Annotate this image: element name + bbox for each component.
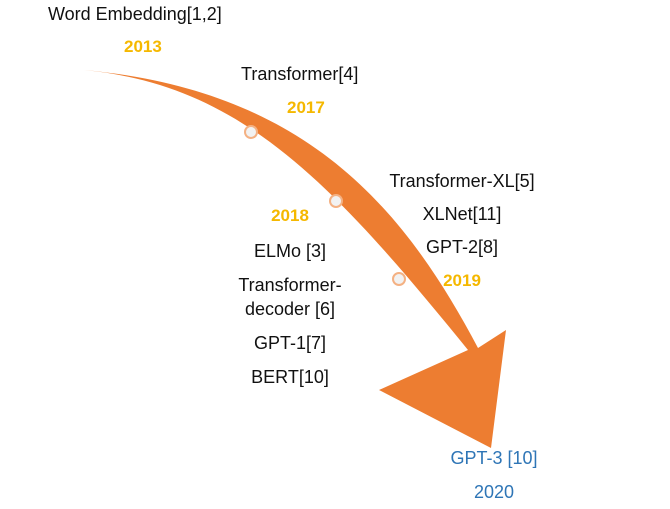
- curved-arrow-shape: [84, 70, 506, 448]
- label-bert: BERT[10]: [251, 367, 329, 387]
- year-2017: 2017: [287, 98, 325, 117]
- year-2019: 2019: [443, 271, 481, 290]
- label-gpt-3: GPT-3 [10]: [450, 448, 538, 468]
- year-2018: 2018: [271, 206, 309, 225]
- label-gpt-1: GPT-1[7]: [253, 333, 327, 353]
- milestone-dot-2017: [244, 125, 258, 139]
- label-gpt-2: GPT-2[8]: [425, 237, 499, 257]
- label-elmo: ELMo [3]: [253, 241, 327, 261]
- label-transformer: Transformer[4]: [241, 64, 359, 84]
- year-2013: 2013: [124, 37, 162, 56]
- milestone-dot-2018: [329, 194, 343, 208]
- milestone-dot-2019: [392, 272, 406, 286]
- label-transformer-decoder-line1: Transformer-: [238, 275, 342, 295]
- label-xlnet: XLNet[11]: [422, 204, 502, 224]
- label-word-embedding: Word Embedding[1,2]: [48, 4, 222, 24]
- label-transformer-xl: Transformer-XL[5]: [389, 171, 535, 191]
- label-transformer-decoder-line2: decoder [6]: [244, 299, 336, 319]
- year-2020: 2020: [473, 482, 515, 502]
